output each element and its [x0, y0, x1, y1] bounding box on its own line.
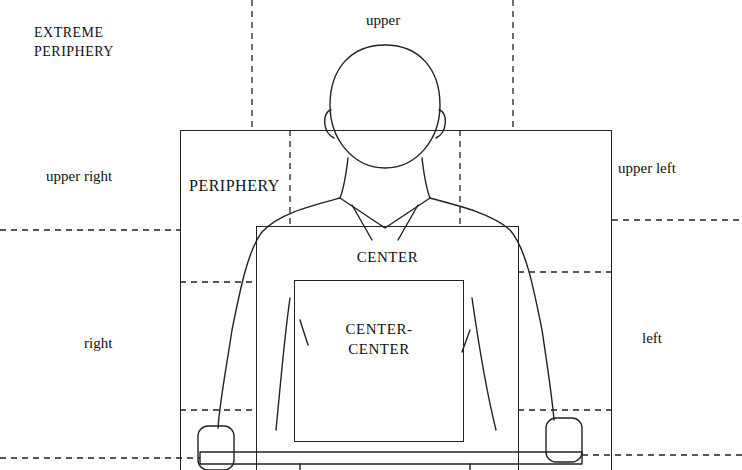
region-dividers	[0, 0, 742, 458]
region-label: upper	[364, 10, 402, 30]
region-label: EXTREME PERIPHERY	[32, 24, 156, 62]
zone-label: PERIPHERY	[187, 175, 282, 197]
center-center-zone: CENTER- CENTER	[294, 280, 464, 442]
periphery-zone: CENTER- CENTER CENTER PERIPHERY	[180, 130, 612, 470]
region-label: left	[640, 328, 664, 348]
region-label: upper left	[616, 158, 678, 178]
zone-label: CENTER- CENTER	[331, 319, 427, 360]
region-label: right	[82, 333, 114, 353]
center-zone: CENTER- CENTER CENTER	[256, 226, 519, 470]
zone-label: CENTER	[355, 247, 420, 267]
region-label: upper right	[44, 166, 114, 186]
